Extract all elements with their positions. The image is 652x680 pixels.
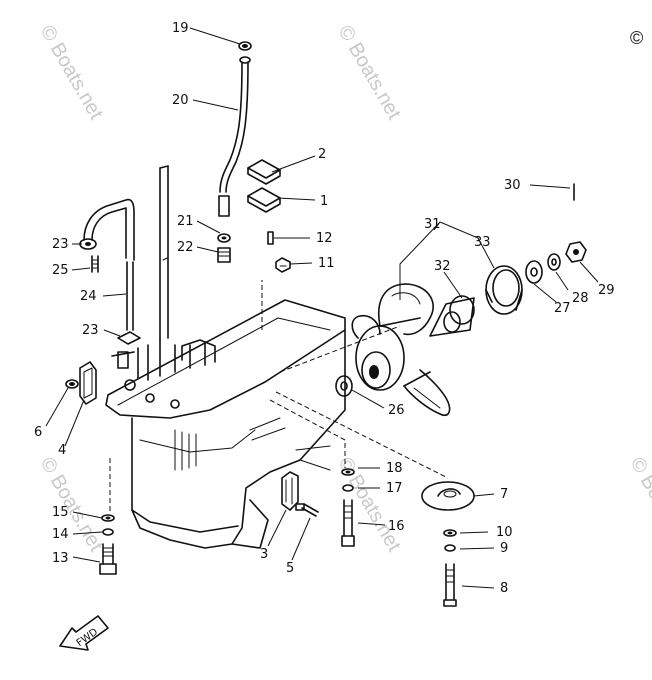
small-parts-upper <box>267 231 291 273</box>
callout-15: 15 <box>52 505 69 520</box>
callout-29: 29 <box>598 283 615 298</box>
callout-33: 33 <box>474 235 491 250</box>
callout-labels: 19 20 2 1 21 22 12 11 23 25 24 23 6 4 15… <box>34 21 615 596</box>
callout-25: 25 <box>52 263 69 278</box>
water-tube <box>219 41 252 193</box>
callout-20: 20 <box>172 93 189 108</box>
callout-30: 30 <box>504 178 521 193</box>
watermark-group: © Boats.net © Boats.net © Boats.net © Bo… <box>36 22 652 556</box>
callout-10: 10 <box>496 525 513 540</box>
watermark-text: © Boats.net <box>36 454 108 556</box>
casing-bolt-left <box>99 514 117 575</box>
copyright-corner-mark: © <box>630 28 643 48</box>
callout-7: 7 <box>500 487 508 502</box>
corner-mark-group: © <box>630 28 643 48</box>
spacer <box>485 265 523 315</box>
tube-grommets <box>217 195 231 263</box>
casing-bolt-center <box>341 468 355 547</box>
callout-6: 6 <box>34 425 42 440</box>
thrust-washer <box>335 375 353 397</box>
callout-2: 2 <box>318 147 326 162</box>
callout-23-upper: 23 <box>52 237 69 252</box>
watermark-text: © Boats.net <box>626 454 652 556</box>
trim-tab <box>281 471 319 517</box>
callout-26: 26 <box>388 403 405 418</box>
callout-3: 3 <box>260 547 268 562</box>
anode-and-grommet <box>65 361 97 405</box>
washers-prop <box>525 253 561 284</box>
lower-casing <box>105 280 449 549</box>
callout-31: 31 <box>424 217 441 232</box>
propeller <box>351 283 475 417</box>
water-pipe-assembly <box>79 198 141 345</box>
callout-28: 28 <box>572 291 589 306</box>
callout-19: 19 <box>172 21 189 36</box>
shift-rod <box>159 165 169 341</box>
callout-8: 8 <box>500 581 508 596</box>
watermark-text: © Boats.net <box>36 22 108 124</box>
callout-22: 22 <box>177 240 194 255</box>
callout-21: 21 <box>177 214 194 229</box>
lower-cover <box>421 481 475 607</box>
callout-12: 12 <box>316 231 333 246</box>
callout-14: 14 <box>52 527 69 542</box>
rubber-pads <box>247 159 281 213</box>
fwd-arrow: FWD <box>59 615 109 651</box>
callout-23-lower: 23 <box>82 323 99 338</box>
callout-18: 18 <box>386 461 403 476</box>
callout-27: 27 <box>554 301 571 316</box>
prop-nut-and-pin <box>565 183 587 263</box>
callout-16: 16 <box>388 519 405 534</box>
callout-17: 17 <box>386 481 403 496</box>
callout-9: 9 <box>500 541 508 556</box>
callout-32: 32 <box>434 259 451 274</box>
callout-11: 11 <box>318 256 335 271</box>
callout-24: 24 <box>80 289 97 304</box>
callout-4: 4 <box>58 443 66 458</box>
callout-13: 13 <box>52 551 69 566</box>
callout-1: 1 <box>320 194 328 209</box>
watermark-text: © Boats.net <box>334 22 406 124</box>
leader-lines <box>45 27 599 589</box>
callout-5: 5 <box>286 561 294 576</box>
